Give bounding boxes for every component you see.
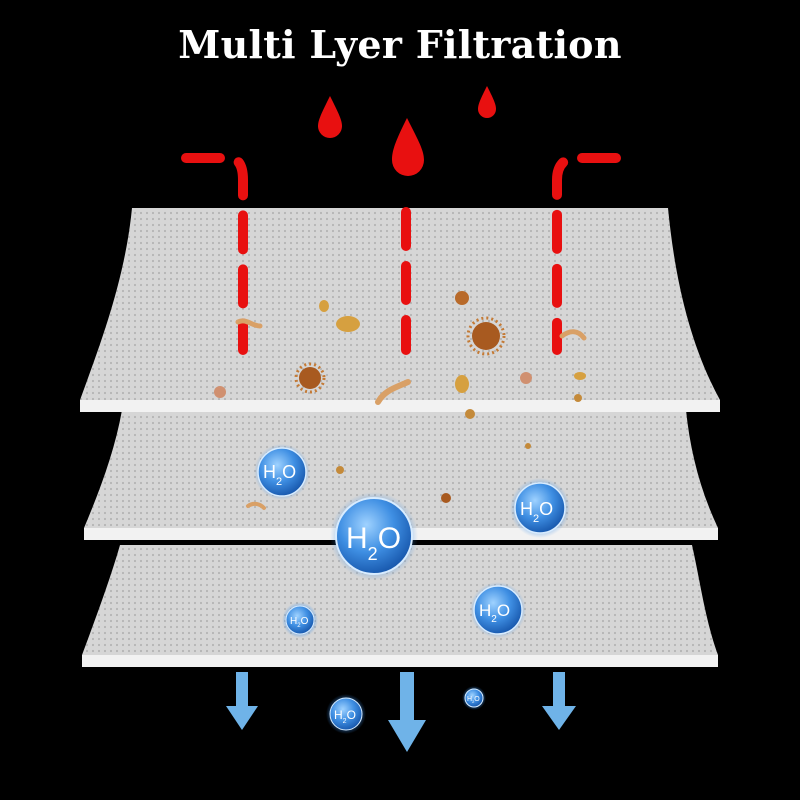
water-molecule-icon: H2O: [326, 694, 366, 734]
particle-icon: [559, 329, 587, 341]
water-molecule-icon: H2O: [330, 492, 418, 580]
particle-icon: [455, 375, 469, 393]
particle-icon: [294, 362, 326, 394]
particle-icon: [466, 316, 506, 356]
inflow-lines: [181, 153, 621, 355]
svg-text:H2O: H2O: [346, 522, 401, 564]
output-arrows: [226, 672, 576, 752]
particle-icon: [455, 291, 469, 305]
droplet-icon: [318, 96, 342, 138]
particle-icon: [235, 318, 263, 329]
midflow-lines: [237, 410, 562, 480]
water-molecule-icon: H2O: [282, 602, 318, 638]
svg-text:H2O: H2O: [520, 499, 553, 525]
filter-layer-1-edge: [80, 400, 720, 412]
particle-icon: [375, 379, 411, 405]
particle-icon: [214, 386, 226, 398]
svg-text:H2O: H2O: [334, 708, 356, 725]
water-molecule-icon: H2O: [462, 686, 486, 710]
water-molecules: H2O H2O H2O H2O H2O H2O: [254, 444, 570, 734]
water-molecule-icon: H2O: [470, 582, 526, 638]
particle-icon: [319, 300, 329, 312]
particle-icon: [246, 501, 266, 510]
water-molecule-icon: H2O: [254, 444, 310, 500]
svg-text:H2O: H2O: [479, 601, 510, 625]
particle-icon: [520, 372, 532, 384]
svg-text:H2O: H2O: [290, 616, 309, 629]
particle-icon: [574, 394, 582, 402]
particle-icon: [574, 372, 586, 380]
droplets: [318, 86, 496, 176]
particle-icon: [472, 322, 500, 350]
particle-icon: [336, 466, 344, 474]
particle-icon: [525, 443, 531, 449]
particles: [214, 291, 587, 510]
page-title: Multi Lyer Filtration: [178, 22, 622, 67]
droplet-icon: [478, 86, 496, 118]
down-arrow-icon: [388, 672, 426, 752]
particle-icon: [441, 493, 451, 503]
droplet-icon: [392, 118, 424, 176]
particle-icon: [465, 409, 475, 419]
particle-icon: [299, 367, 321, 389]
svg-text:H2O: H2O: [263, 462, 296, 488]
filter-layer-1: [80, 208, 720, 400]
svg-text:H2O: H2O: [467, 696, 480, 704]
particle-icon: [336, 316, 360, 332]
down-arrow-icon: [542, 672, 576, 730]
filter-layer-3-edge: [82, 655, 718, 667]
water-molecule-icon: H2O: [510, 478, 570, 538]
down-arrow-icon: [226, 672, 258, 730]
